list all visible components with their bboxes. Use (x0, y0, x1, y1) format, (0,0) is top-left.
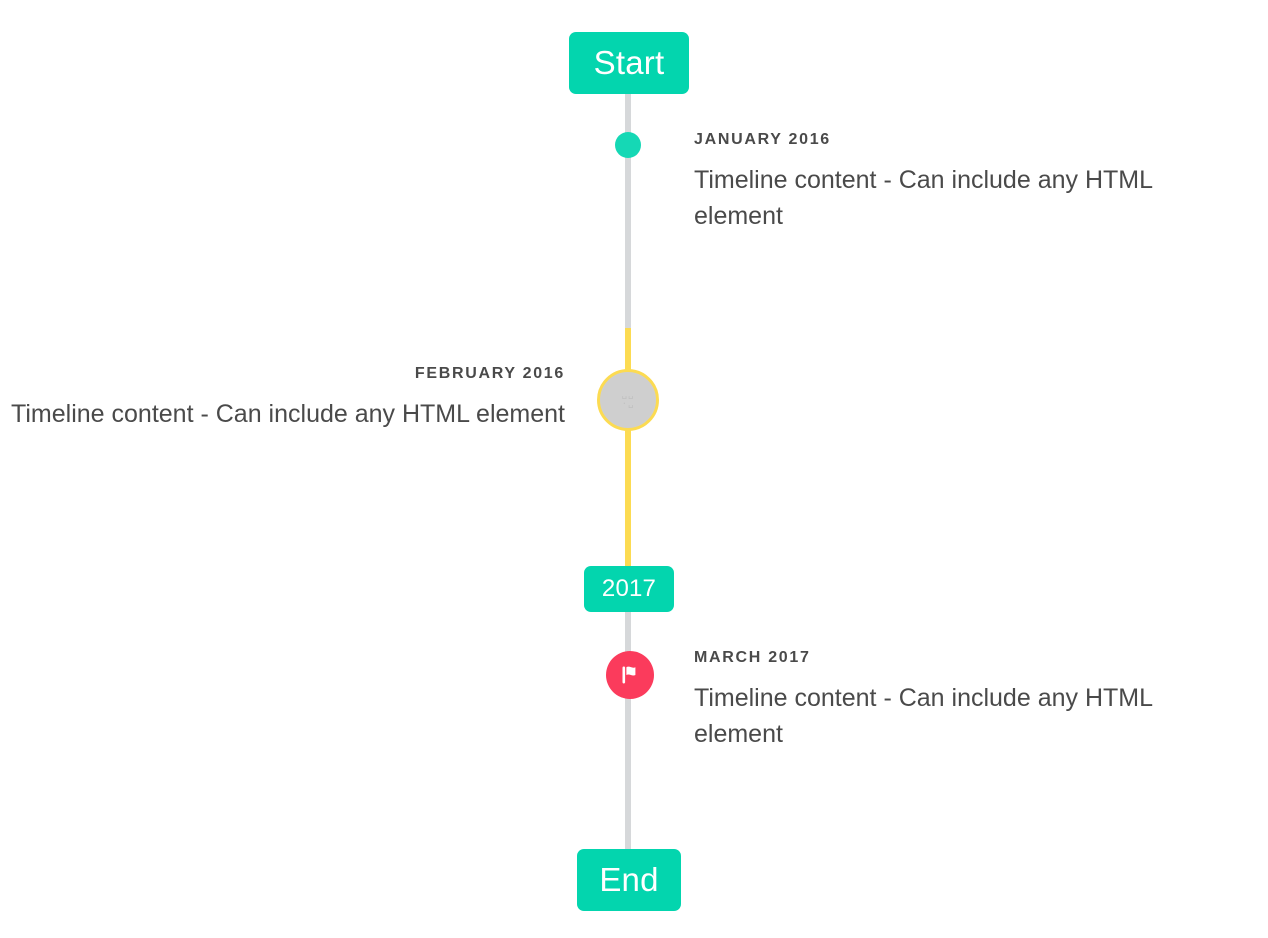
entry-body-text: Timeline content - Can include any HTML … (11, 400, 565, 428)
broken-image-glyph: ␣␣ ·␣ (621, 390, 635, 409)
entry-date-label: FEBRUARY 2016 (414, 365, 565, 382)
timeline-entry-january: JANUARY 2016 Timeline content - Can incl… (694, 131, 1234, 234)
broken-image-icon[interactable]: ␣␣ ·␣ (597, 369, 659, 431)
timeline-end-badge[interactable]: End (577, 849, 681, 911)
timeline-entry-february: FEBRUARY 2016 Timeline content - Can inc… (0, 365, 565, 433)
timeline-start-badge[interactable]: Start (569, 32, 689, 94)
entry-date-label: JANUARY 2016 (694, 131, 831, 148)
timeline-rail-gray-lower (625, 612, 631, 852)
dot-icon[interactable] (615, 132, 641, 158)
flag-icon[interactable] (606, 651, 654, 699)
entry-body-text: Timeline content - Can include any HTML … (694, 684, 1153, 748)
entry-body-text: Timeline content - Can include any HTML … (694, 166, 1153, 230)
timeline-rail-highlight-yellow (625, 328, 631, 566)
entry-date-label: MARCH 2017 (694, 649, 811, 666)
timeline-entry-march: MARCH 2017 Timeline content - Can includ… (694, 649, 1234, 752)
timeline-year-badge[interactable]: 2017 (584, 566, 674, 612)
timeline-rail-gray-upper (625, 94, 631, 328)
